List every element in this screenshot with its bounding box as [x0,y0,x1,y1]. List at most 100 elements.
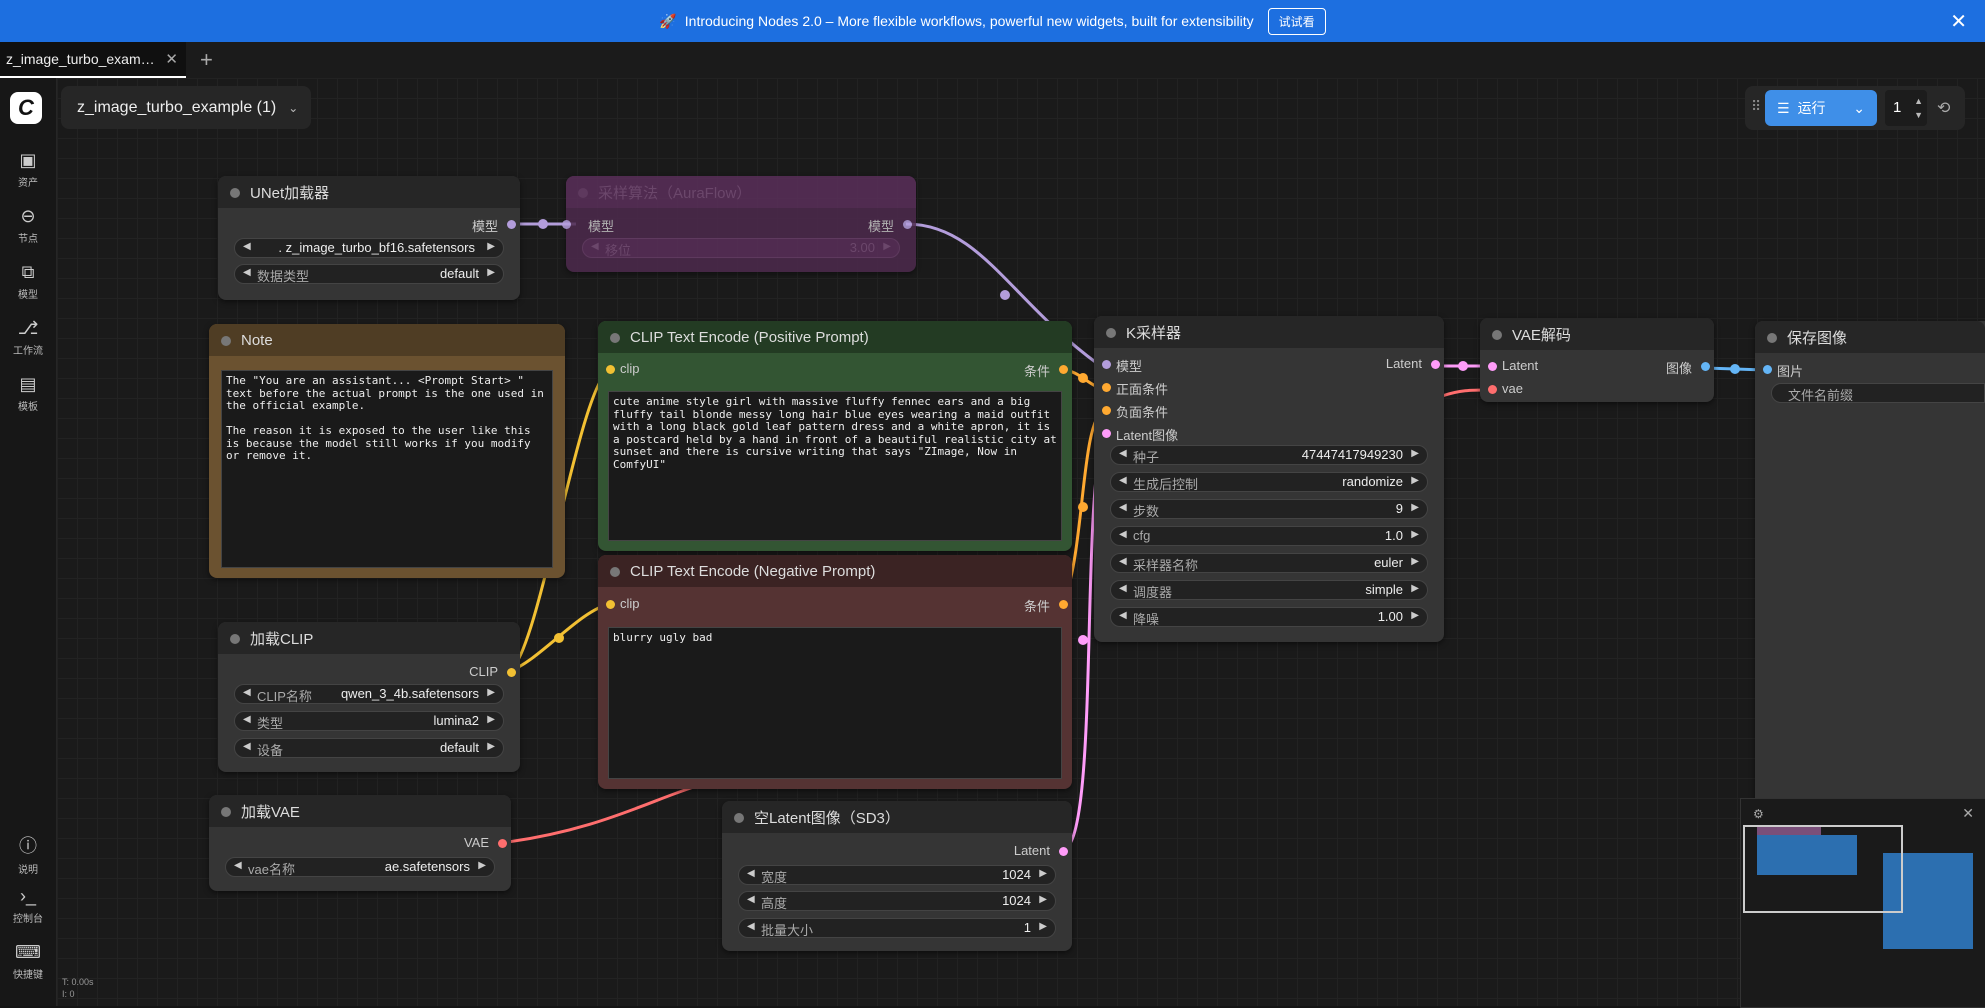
input-pin-latent[interactable] [1488,362,1497,371]
node-clip-text-encode-negative[interactable]: CLIP Text Encode (Negative Prompt) clip … [598,555,1072,789]
note-textarea[interactable]: The "You are an assistant... <Prompt Sta… [221,370,553,568]
output-pin[interactable] [1059,600,1068,609]
history-icon[interactable]: ⟲ [1937,100,1951,117]
wire-vae [500,783,701,845]
output-pin[interactable] [903,220,912,229]
input-pin-positive[interactable] [1102,383,1111,392]
widget-unet-name[interactable]: ◀. z_image_turbo_bf16.safetensors▶ [234,238,504,258]
add-tab-icon[interactable]: + [200,47,213,72]
output-pin[interactable] [1059,847,1068,856]
input-pin[interactable] [606,365,615,374]
collapse-dot[interactable] [230,188,240,198]
chevron-up-icon[interactable]: ▲ [1914,96,1923,106]
drag-handle-icon[interactable]: ⠿ [1751,98,1762,114]
input-pin-model[interactable] [1102,360,1111,369]
close-icon[interactable]: ✕ [1950,11,1967,33]
sidebar-item-shortcuts[interactable]: ⌨快捷键 [0,942,56,981]
banner-text: Introducing Nodes 2.0 – More flexible wo… [684,13,1254,29]
minimap-node [1757,825,1821,837]
input-pin-negative[interactable] [1102,406,1111,415]
node-save-image[interactable]: 保存图像 图片 文件名前缀 [1755,321,1985,801]
template-icon: ▤ [19,374,37,394]
cube-icon: ⧉ [21,262,35,282]
tab-title: z_image_turbo_exam… [6,51,155,67]
node-clip-text-encode-positive[interactable]: CLIP Text Encode (Positive Prompt) clip … [598,321,1072,551]
output-pin[interactable] [1701,362,1710,371]
positive-prompt-textarea[interactable]: cute anime style girl with massive fluff… [608,391,1062,541]
workflow-title: z_image_turbo_example (1) [77,98,277,116]
sidebar-item-assets[interactable]: ▣资产 [0,150,56,189]
settings-icon[interactable]: ⚙ [1753,807,1764,821]
workflow-tab[interactable]: z_image_turbo_exam… ✕ [0,42,186,78]
sidebar-item-nodes[interactable]: ⊖节点 [0,206,56,245]
try-button[interactable]: 试试看 [1267,7,1326,35]
run-toolbar: ⠿ ☰ 运行 ⌄ 1 ▲ ▼ ⟲ [1745,86,1965,130]
wire-reroute-dot [1078,373,1088,383]
sidebar-item-templates[interactable]: ▤模板 [0,374,56,413]
minimap-viewport[interactable] [1743,825,1903,913]
input-pin-latent[interactable] [1102,429,1111,438]
wire-reroute-dot [1458,361,1468,371]
node-vae-decode[interactable]: VAE解码 Latent vae 图像 [1480,318,1714,402]
run-button[interactable]: ☰ 运行 ⌄ [1765,90,1877,126]
chevron-down-icon: ⌄ [288,100,299,115]
output-pin[interactable] [1431,360,1440,369]
input-pin[interactable] [606,600,615,609]
chevron-down-icon[interactable]: ⌄ [1853,99,1865,116]
close-tab-icon[interactable]: ✕ [165,51,178,68]
widget-filename-prefix[interactable]: 文件名前缀 [1771,383,1985,403]
sidebar-item-workflows[interactable]: ⎇工作流 [0,318,56,357]
input-pin-vae[interactable] [1488,385,1497,394]
input-pin[interactable] [562,220,571,229]
batch-count-input[interactable]: 1 ▲ ▼ [1885,90,1927,126]
output-pin[interactable] [507,668,516,677]
output-pin[interactable] [507,220,516,229]
wire-reroute-dot [1078,502,1088,512]
image-icon: ▣ [19,150,37,170]
help-icon: ⓘ [19,836,37,856]
node-note[interactable]: Note The "You are an assistant... <Promp… [209,324,565,578]
sidebar-item-models[interactable]: ⧉模型 [0,262,56,301]
node-unet-loader[interactable]: UNet加载器 模型 ◀. z_image_turbo_bf16.safeten… [218,176,520,300]
tab-bar: z_image_turbo_exam… ✕ + [0,42,1985,79]
wire-reroute-dot [538,219,548,229]
terminal-icon: ›_ [19,886,36,906]
chevron-down-icon[interactable]: ▼ [1914,110,1923,120]
workflow-icon: ⎇ [17,318,39,338]
workflow-title-dropdown[interactable]: z_image_turbo_example (1) ⌄ [61,86,311,129]
wire-reroute-dot [554,633,564,643]
node-icon: ⊖ [20,206,36,226]
close-icon[interactable]: ✕ [1962,805,1974,821]
input-pin[interactable] [1763,365,1772,374]
minimap[interactable]: ⚙ ✕ [1740,798,1985,1008]
output-pin[interactable] [1059,365,1068,374]
negative-prompt-textarea[interactable]: blurry ugly bad [608,627,1062,779]
output-pin[interactable] [498,839,507,848]
minimap-node [1757,835,1857,875]
sidebar-item-console[interactable]: ›_控制台 [0,886,56,925]
minimap-node [1883,853,1973,949]
